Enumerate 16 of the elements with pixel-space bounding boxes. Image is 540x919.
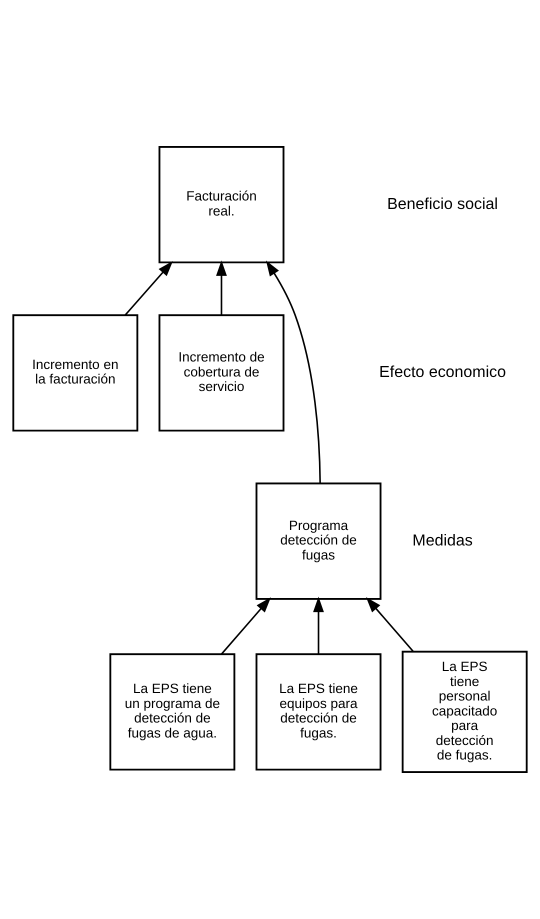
node-box: La EPS tiene un programa de detección de fugas de agua. [109, 653, 236, 771]
node-box: Incremento de cobertura de servicio [158, 314, 284, 432]
label: Medidas [412, 532, 473, 550]
node-box: Programa detección de fugas [256, 482, 382, 600]
node-box: Incremento en la facturación [12, 314, 138, 432]
node-box: La EPS tiene personal capacitado para detección de fugas. [402, 650, 528, 773]
arrow [266, 260, 321, 484]
label: Beneficio social [387, 196, 498, 213]
label: Efecto economico [379, 364, 506, 382]
arrow [124, 260, 173, 316]
arrow [313, 596, 324, 654]
arrow [366, 597, 414, 652]
arrow [220, 597, 271, 655]
node-box: La EPS tiene equipos para detección de fugas. [256, 653, 382, 771]
node-box: Facturación real. [158, 146, 284, 264]
arrow [216, 260, 227, 316]
